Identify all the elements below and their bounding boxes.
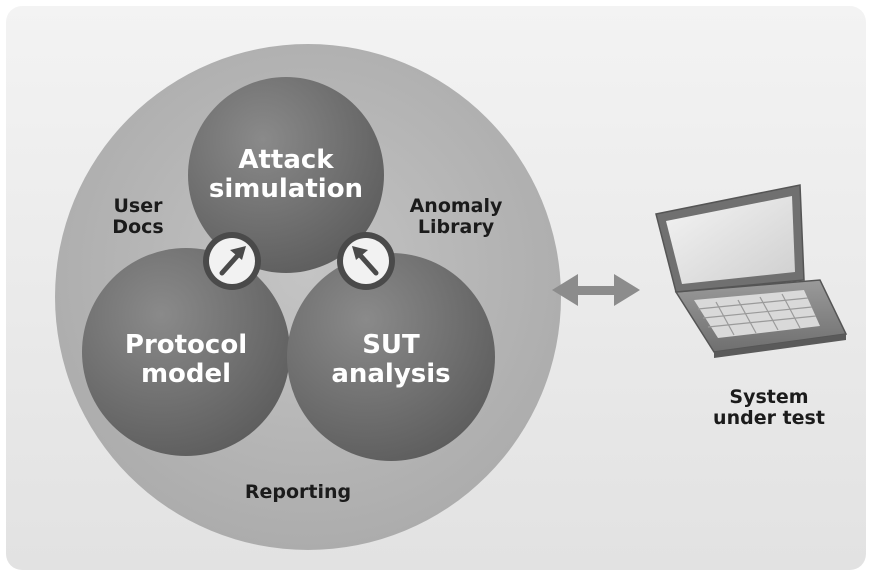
node-sut-analysis: SUT analysis [331, 330, 451, 390]
attack-simulation-circle [188, 77, 384, 273]
bidirectional-arrow [552, 274, 640, 306]
protocol-model-circle [82, 248, 290, 456]
label-reporting: Reporting [244, 481, 352, 503]
laptop-icon [655, 184, 848, 358]
label-user-docs: User Docs [112, 195, 164, 239]
arrow-up-right-icon [203, 232, 261, 290]
sut-analysis-circle [287, 253, 495, 461]
node-attack-simulation: Attack simulation [208, 145, 364, 205]
arrow-up-left-icon [337, 232, 395, 290]
label-anomaly-library: Anomaly Library [409, 195, 503, 239]
label-system-under-test: System under test [713, 386, 825, 430]
node-protocol-model: Protocol model [124, 330, 248, 390]
